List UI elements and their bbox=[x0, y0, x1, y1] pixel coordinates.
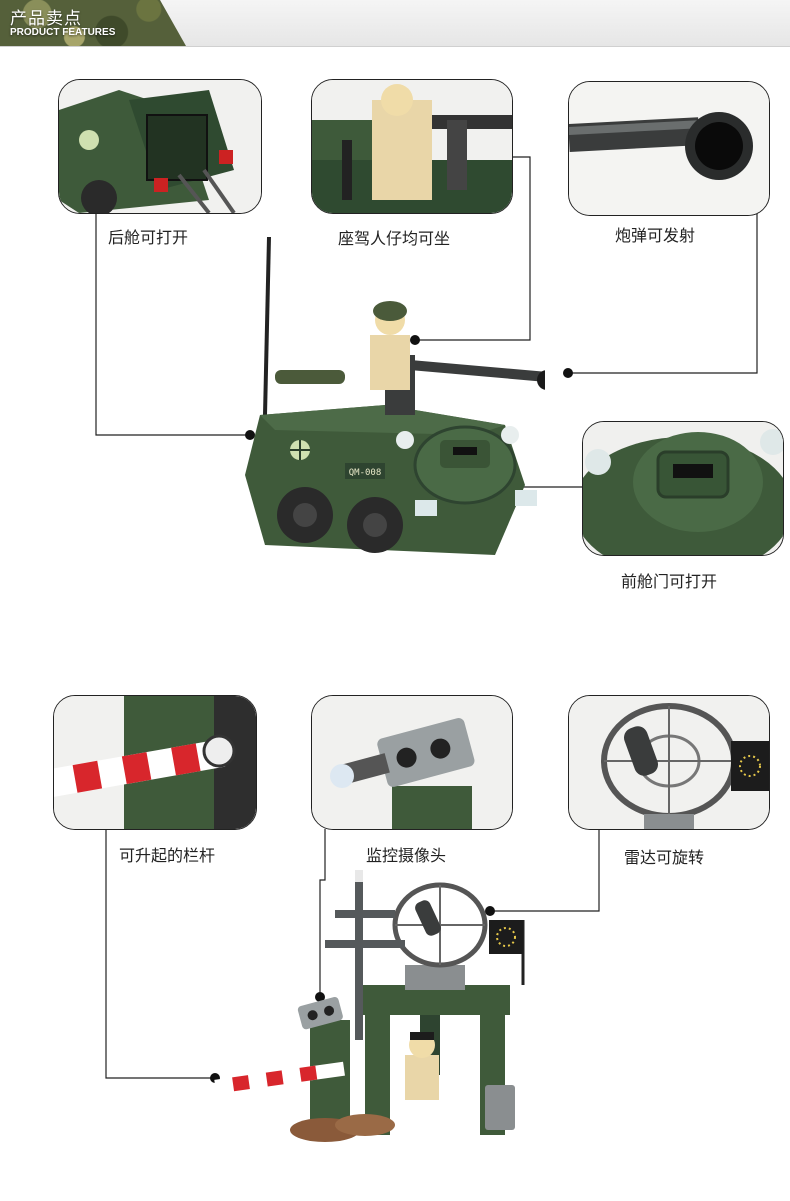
barrier-label: 可升起的栏杆 bbox=[119, 846, 216, 865]
rear-hatch-photo bbox=[58, 79, 262, 214]
front-hatch-photo bbox=[582, 421, 784, 556]
seat-label: 座驾人仔均可坐 bbox=[338, 229, 451, 248]
front-hatch-label: 前舱门可打开 bbox=[621, 572, 718, 591]
callout-dot bbox=[315, 992, 325, 1002]
camera-photo bbox=[311, 695, 513, 830]
header-banner: 产品卖点 PRODUCT FEATURES bbox=[0, 0, 790, 47]
armored-vehicle-illustration: QM-008 bbox=[245, 236, 545, 555]
barrier-photo bbox=[53, 695, 257, 830]
camera-label: 监控摄像头 bbox=[366, 846, 447, 865]
camo-pattern bbox=[0, 0, 186, 46]
cannon-photo bbox=[568, 81, 770, 216]
outpost-illustration bbox=[214, 870, 525, 1142]
rear-hatch-label: 后舱可打开 bbox=[108, 228, 189, 247]
radar-photo bbox=[568, 695, 770, 830]
callout-dot bbox=[485, 906, 495, 916]
callout-dot bbox=[410, 335, 420, 345]
cannon-label: 炮弹可发射 bbox=[615, 226, 696, 245]
callout-dot bbox=[245, 430, 255, 440]
radar-label: 雷达可旋转 bbox=[624, 848, 705, 867]
banner-title: 产品卖点 bbox=[10, 9, 82, 29]
seat-photo bbox=[311, 79, 513, 214]
banner-subtitle: PRODUCT FEATURES bbox=[10, 27, 116, 38]
callout-dot bbox=[563, 368, 573, 378]
vehicle-plate: QM-008 bbox=[349, 468, 382, 478]
